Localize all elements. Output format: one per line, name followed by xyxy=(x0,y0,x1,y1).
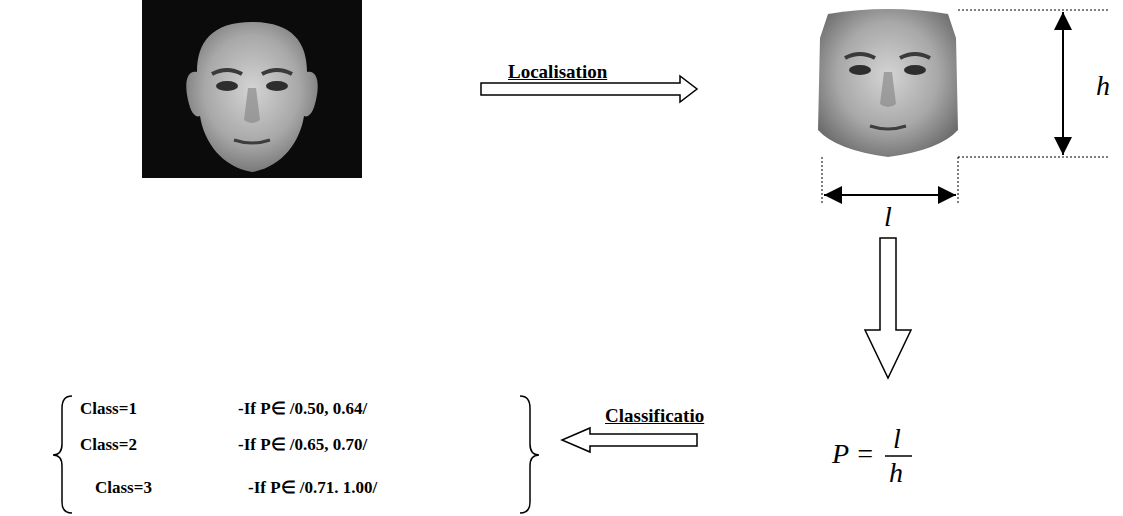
eyebrows xyxy=(212,70,292,74)
fraction-bar xyxy=(885,455,912,457)
class-name: Class=3 xyxy=(95,479,152,496)
extension-line xyxy=(958,157,1110,158)
nose xyxy=(244,88,260,123)
formula-numerator: l xyxy=(893,425,901,453)
left-brace xyxy=(53,396,72,513)
photo-background xyxy=(142,0,362,178)
right-brace xyxy=(520,396,539,513)
eye xyxy=(904,65,926,75)
face-outline xyxy=(186,22,317,172)
face xyxy=(186,22,317,172)
formula-denominator: h xyxy=(889,459,903,487)
hollow-arrow xyxy=(562,428,697,452)
eye xyxy=(849,65,871,75)
eye xyxy=(216,81,238,91)
hollow-arrow xyxy=(865,238,911,378)
nose xyxy=(880,72,896,107)
face-photo xyxy=(142,0,362,178)
class-name: Class=1 xyxy=(80,400,137,417)
dimension-arrow xyxy=(824,194,956,196)
extension-line xyxy=(822,157,823,205)
eye xyxy=(266,81,288,91)
dimension-label: h xyxy=(1096,72,1110,100)
dimension-arrow xyxy=(1062,12,1064,155)
step-label: Localisation xyxy=(508,62,607,81)
class-condition: -If P∈ /0.71. 1.00/ xyxy=(248,479,377,496)
eyebrows xyxy=(845,54,930,58)
formula-text: P = xyxy=(832,440,875,468)
dimension-label: l xyxy=(884,203,892,231)
class-condition: -If P∈ /0.65, 0.70/ xyxy=(238,436,367,453)
step-label: Classificatio xyxy=(605,406,704,425)
extension-line xyxy=(958,10,1110,11)
cropped-face xyxy=(818,9,958,157)
class-name: Class=2 xyxy=(80,436,137,453)
face-outline xyxy=(818,9,958,157)
extension-line xyxy=(958,157,959,205)
class-condition: -If P∈ /0.50, 0.64/ xyxy=(238,400,367,417)
mouth xyxy=(870,126,906,129)
mouth xyxy=(234,140,270,143)
